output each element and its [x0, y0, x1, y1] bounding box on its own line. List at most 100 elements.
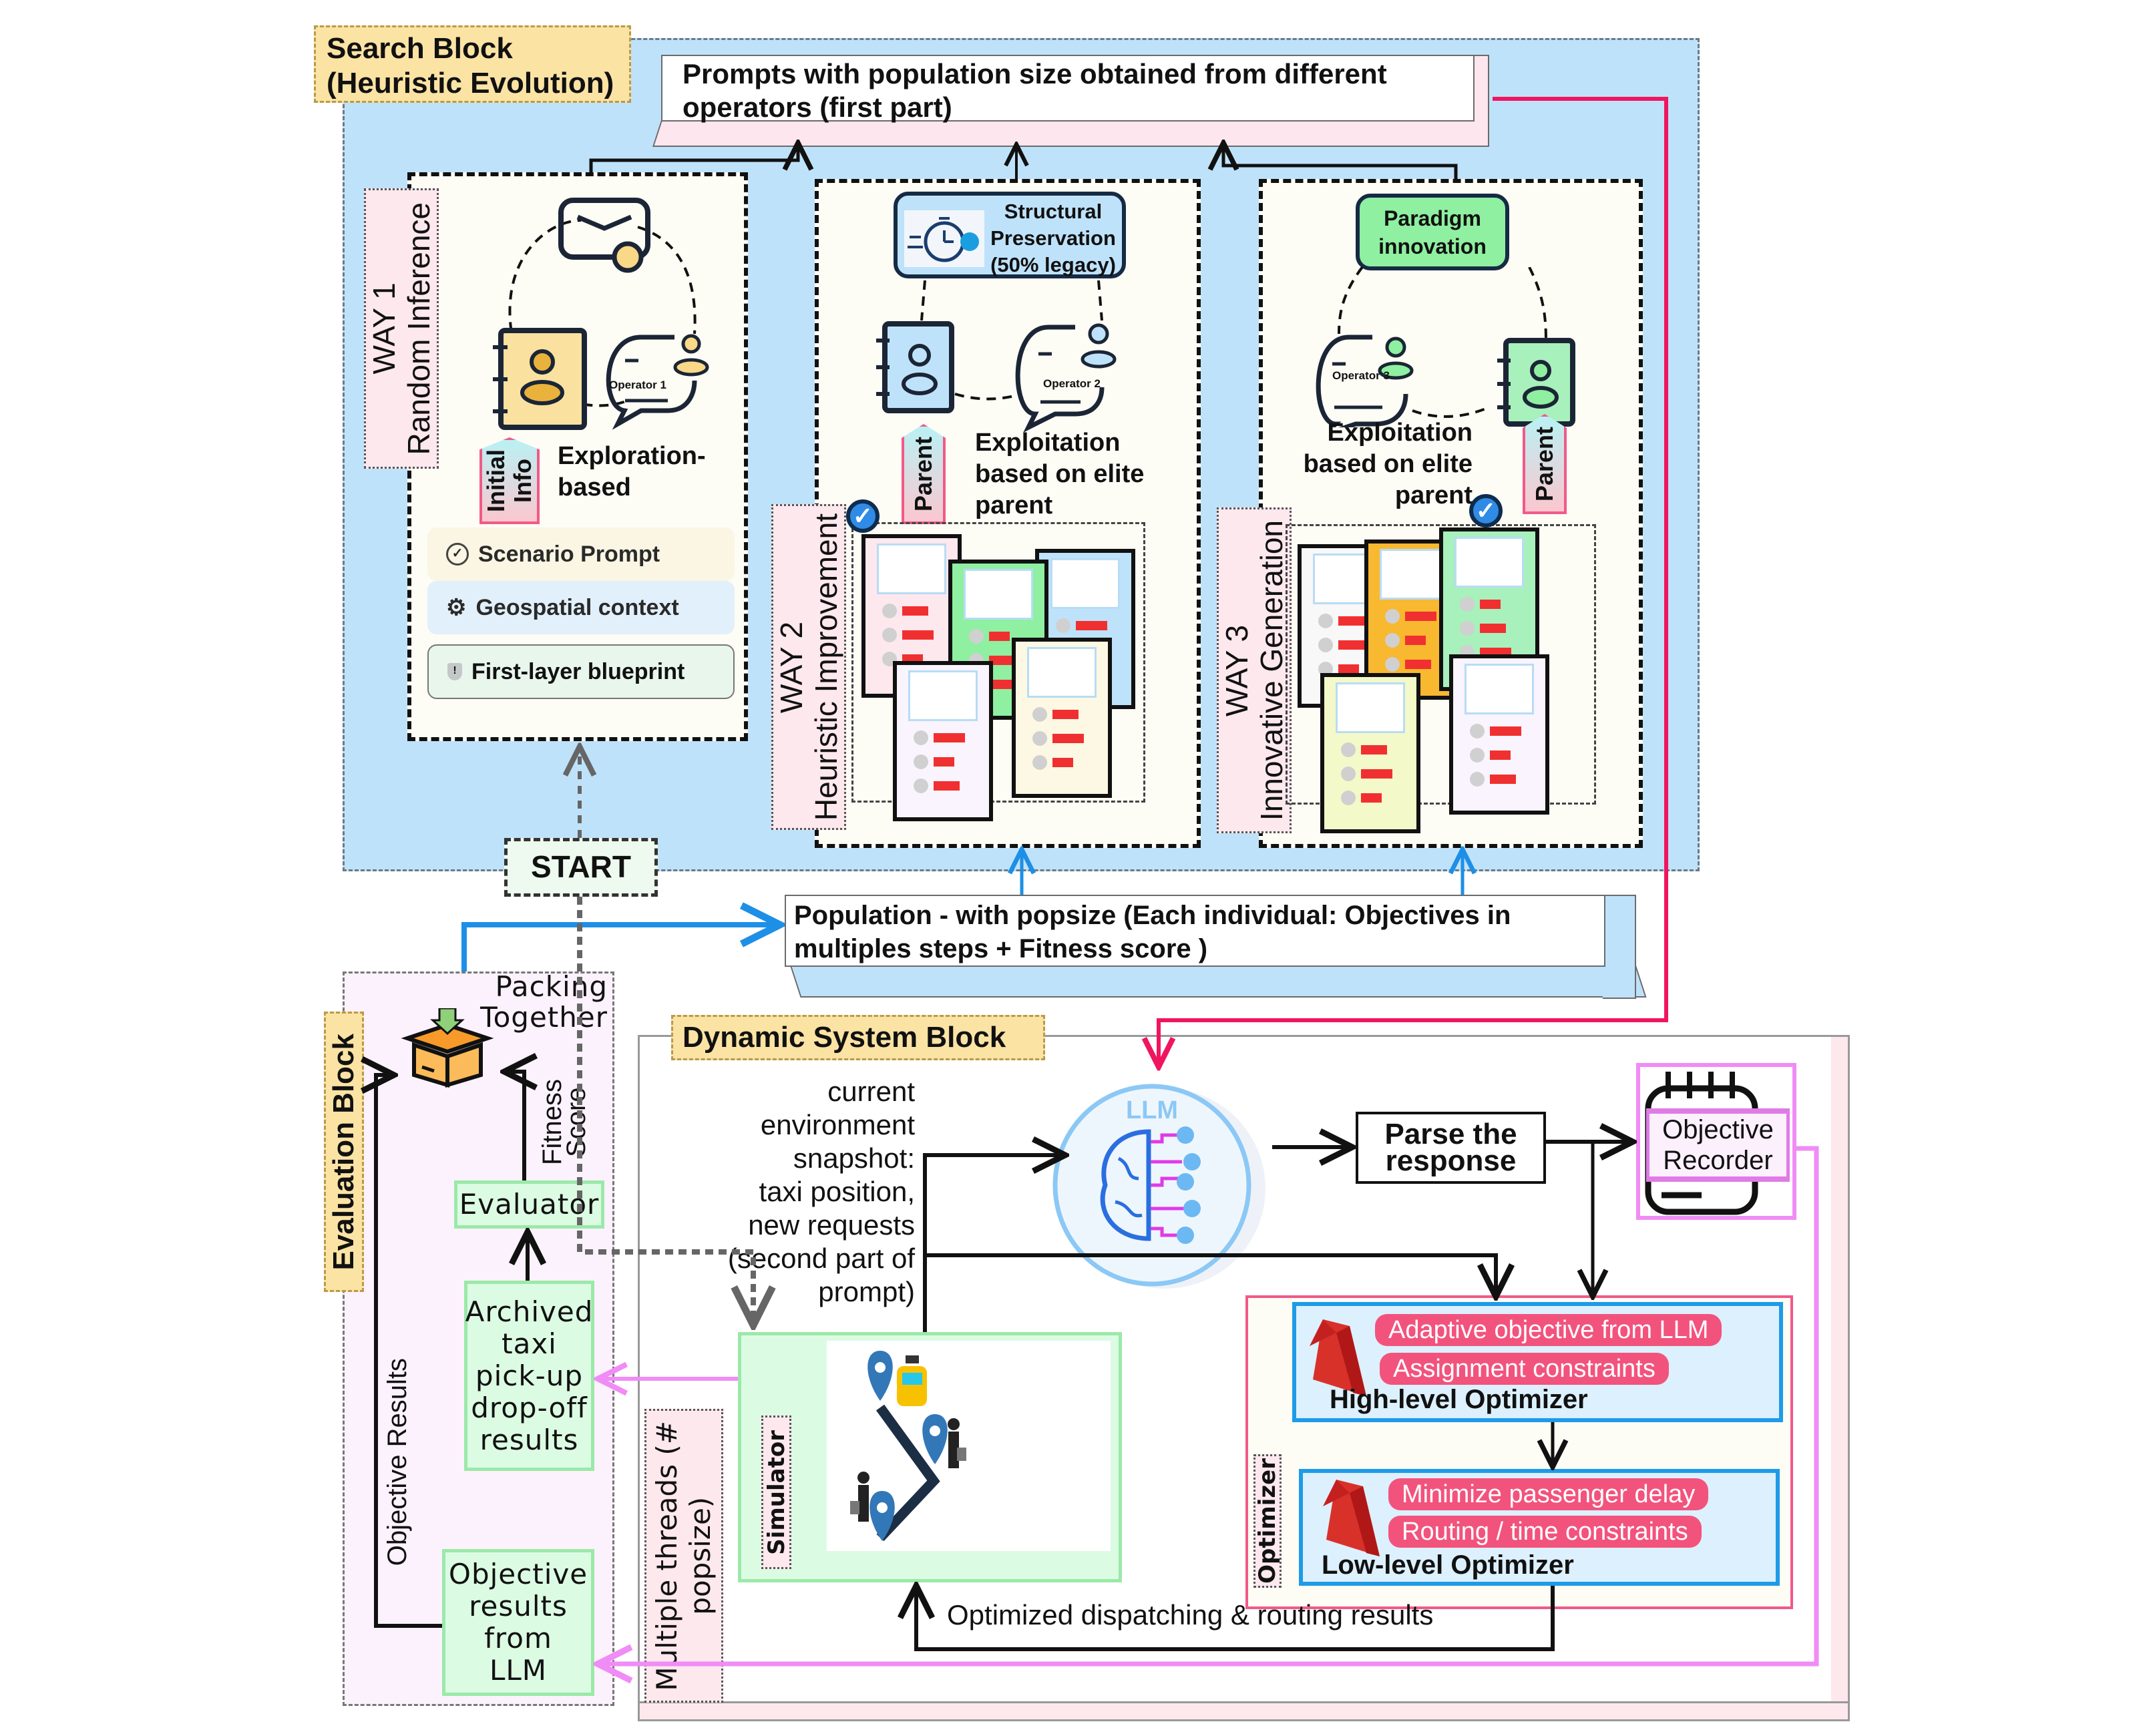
fleet-gear-icon [1335, 682, 1406, 733]
fleet-gear-icon [1026, 647, 1097, 698]
objective-results-from-llm-box: Objective results from LLM [442, 1549, 594, 1696]
multiple-threads-text: Multiple threads (# popsize) [650, 1420, 717, 1691]
parent-tag-text: Parent [910, 436, 937, 512]
objective-results-label-wrap: Objective Results [374, 1322, 421, 1602]
value-bar [1405, 660, 1431, 669]
value-bar [1052, 758, 1073, 767]
individual-card [1449, 654, 1549, 815]
constraint-pill: Routing / time constraints [1388, 1516, 1702, 1548]
value-bar [1480, 624, 1506, 633]
parent-tag-text: Parent [1531, 426, 1558, 502]
context-row-geospatial: ⚙ Geospatial context [427, 581, 735, 634]
search-block-title: Search Block (Heuristic Evolution) [327, 32, 614, 99]
dashed-connector [637, 226, 697, 335]
low-level-optimizer-title: Low-level Optimizer [1322, 1550, 1574, 1580]
simulator-label: Simulator [761, 1416, 791, 1569]
red-block-icon [1323, 1480, 1380, 1556]
context-row-label: Geospatial context [475, 594, 679, 620]
optimizer-label: Optimizer [1253, 1454, 1282, 1588]
constraint-pill: Assignment constraints [1380, 1353, 1669, 1385]
prompts-box: Prompts with population size obtained fr… [652, 55, 1490, 147]
individual-card [893, 661, 993, 821]
fleet-gear-icon [908, 670, 978, 721]
objective-results-label: Objective Results [382, 1358, 412, 1566]
way3-caption: Exploitation based on elite parent [1303, 419, 1473, 509]
archived-results-box: Archived taxi pick-up drop-off results [464, 1281, 594, 1471]
bullet-dot [913, 754, 928, 769]
dynamic-block-bottom-face [638, 1701, 1850, 1721]
llm-brain-icon: LLM [1052, 1084, 1265, 1289]
prompts-box-bottom-face [652, 120, 1490, 147]
bullet-dot [882, 604, 897, 618]
message-gear-icon [558, 198, 650, 273]
fleet-gear-icon [876, 544, 947, 594]
way2-caption: Exploitation based on elite parent [975, 429, 1145, 519]
bullet-dot [1384, 657, 1400, 672]
elite-check-icon: ✓ [1469, 494, 1503, 527]
value-bar [1338, 664, 1359, 674]
operator-3-label: Operator 3 [1332, 369, 1390, 382]
bullet-dot [882, 628, 897, 642]
value-bar [1405, 636, 1426, 645]
population-box-bottom-face [790, 965, 1647, 998]
bullet-dot [1340, 767, 1356, 781]
evaluation-block-label: Evaluation Block [324, 1012, 364, 1292]
high-level-optimizer-box: Adaptive objective from LLM Assignment c… [1292, 1302, 1783, 1422]
snapshot-text: current environment snapshot: taxi posit… [727, 1076, 915, 1307]
bullet-dot [1459, 597, 1475, 612]
value-bar [989, 656, 1015, 665]
objective-recorder-label: Objective Recorder [1646, 1108, 1790, 1182]
structural-preservation-text: Structural Preservation (50% legacy) [990, 200, 1116, 276]
parse-response-box: Parse the response [1356, 1112, 1546, 1184]
way2-label-text: WAY 2 Heuristic Improvement [774, 513, 843, 821]
contact-book-icon [1497, 338, 1575, 427]
value-bar [902, 606, 928, 616]
parent-tag: Parent [1523, 414, 1567, 514]
way2-population-stack [851, 522, 1145, 803]
way1-operator-diagram [493, 198, 709, 430]
value-bar [1361, 793, 1382, 803]
value-bar [1490, 750, 1511, 760]
bullet-dot [1055, 618, 1070, 633]
population-box: Population - with popsize (Each individu… [785, 895, 1647, 999]
bullet-dot [1384, 609, 1400, 624]
population-box-side-face [1603, 895, 1636, 999]
operator-chat-icon [606, 334, 709, 430]
bullet-dot [1469, 724, 1485, 738]
bullet-dot [1032, 707, 1047, 722]
way1-label-text: WAY 1 Random Inference [367, 202, 436, 455]
objective-pill: Adaptive objective from LLM [1375, 1314, 1722, 1346]
fleet-gear-icon [1464, 664, 1535, 714]
value-bar [1405, 612, 1437, 621]
bullet-dot [913, 730, 928, 745]
value-bar [1052, 710, 1079, 719]
bullet-dot [1318, 614, 1333, 628]
dashed-connector [508, 219, 582, 348]
bullet-dot [1459, 621, 1475, 636]
value-bar [989, 632, 1010, 641]
individual-card [1320, 673, 1420, 833]
context-row-label: Scenario Prompt [478, 541, 660, 567]
low-level-optimizer-box: Minimize passenger delay Routing / time … [1299, 1469, 1780, 1586]
contact-book-icon [493, 328, 587, 430]
bullet-dot [968, 629, 984, 644]
value-bar [1361, 745, 1387, 754]
bullet-dot [1340, 791, 1356, 805]
value-bar [1490, 726, 1522, 736]
start-node: START [504, 838, 658, 897]
value-bar [1480, 600, 1501, 609]
package-box-icon [401, 1008, 494, 1088]
evaluation-block-title: Evaluation Block [327, 1033, 360, 1271]
value-bar [902, 630, 934, 640]
search-block-label: Search Block (Heuristic Evolution) [314, 25, 631, 103]
initial-info-tag: Initial Info [479, 437, 540, 524]
fleet-gear-icon [963, 569, 1034, 620]
multiple-threads-label: Multiple threads (# popsize) [644, 1409, 723, 1703]
initial-info-tag-text: Initial Info [482, 449, 536, 512]
bullet-dot [1032, 755, 1047, 770]
check-circle-icon: ✓ [446, 543, 469, 566]
value-bar [934, 781, 960, 791]
bullet-dot [913, 779, 928, 793]
context-row-scenario-prompt: ✓ Scenario Prompt [427, 527, 735, 581]
operator-chat-icon [1015, 323, 1117, 433]
